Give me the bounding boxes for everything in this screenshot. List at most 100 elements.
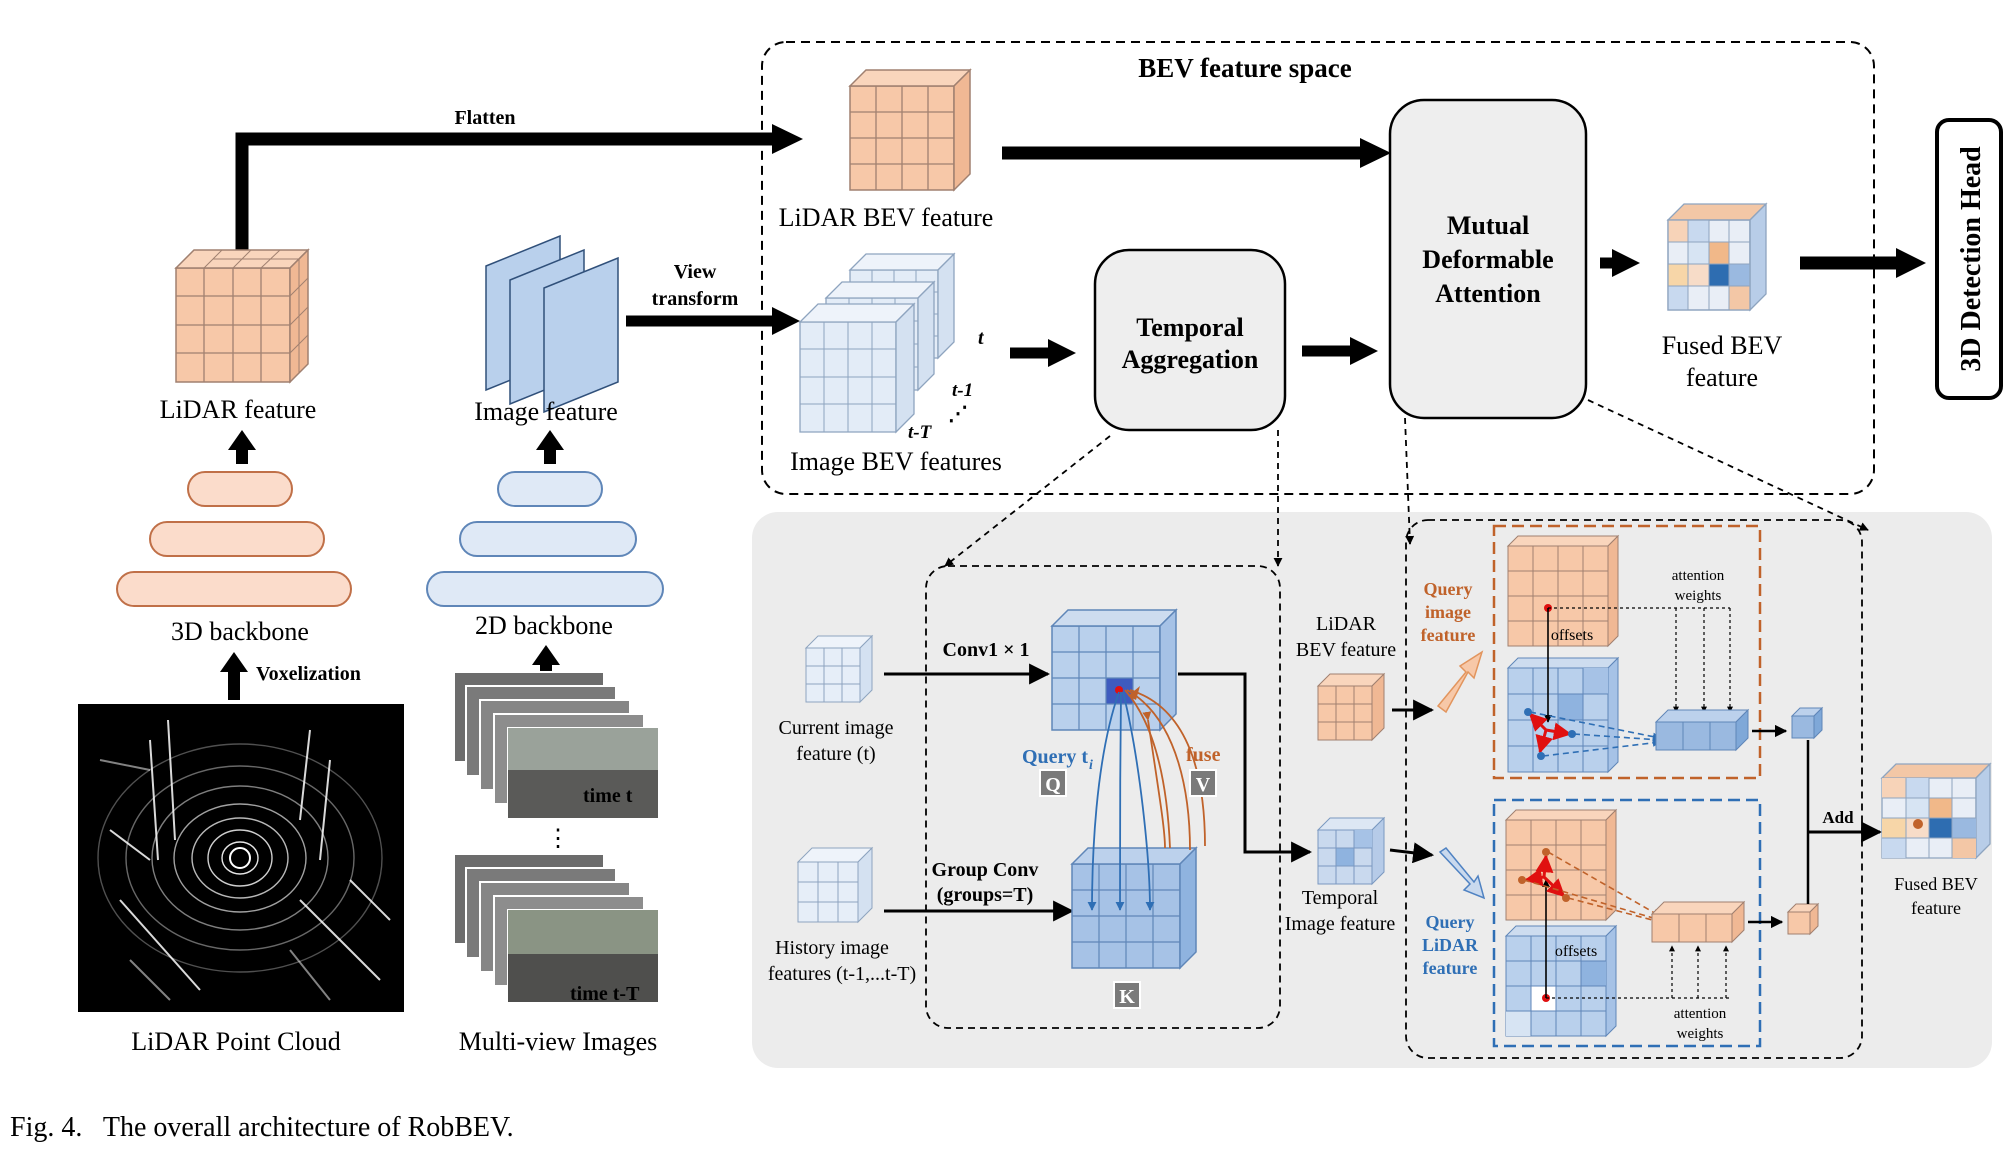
fused-bev-cube-top bbox=[1666, 202, 1768, 312]
temporal-aggregation-box bbox=[1093, 248, 1287, 432]
lidar-bev-cube bbox=[848, 68, 972, 192]
image-feature-planes bbox=[485, 234, 619, 414]
temporal-label-1: Temporal bbox=[1136, 313, 1243, 342]
mda-bot-lidar-cube bbox=[1504, 808, 1618, 922]
lidar-point-cloud-label: LiDAR Point Cloud bbox=[131, 1027, 340, 1056]
voxelization-label: Voxelization bbox=[256, 663, 361, 685]
q-label: Q bbox=[1045, 774, 1061, 796]
images-up-arrow bbox=[532, 645, 560, 665]
fused-bev-cube-bottom bbox=[1880, 762, 1992, 860]
k-label: K bbox=[1119, 986, 1135, 1008]
mda-label-1: Mutual bbox=[1447, 211, 1529, 240]
key-cube bbox=[1070, 846, 1198, 970]
lidar-feature-label: LiDAR feature bbox=[160, 395, 317, 424]
detection-head-box bbox=[1935, 118, 2003, 400]
lidar-bev-feature-label: LiDAR BEV feature bbox=[779, 203, 994, 232]
dots-label: ⋰ bbox=[948, 403, 968, 425]
temporal-detail-frame bbox=[925, 565, 1281, 1029]
attn-bot-label-1: attention bbox=[1674, 1006, 1727, 1022]
t1-label: t-1 bbox=[952, 380, 973, 401]
multiview-stack-bottom bbox=[453, 853, 659, 1003]
tT-label: t-T bbox=[908, 422, 933, 443]
detection-head-label: 3D Detection Head bbox=[1956, 146, 1987, 372]
backbone3d-layer-3 bbox=[116, 571, 352, 607]
multiview-stack-top bbox=[453, 671, 659, 819]
sampled-features-top bbox=[1654, 708, 1750, 752]
figure-caption: Fig. 4. The overall architecture of RobB… bbox=[10, 1112, 514, 1143]
image-feature-label: Image feature bbox=[474, 397, 618, 426]
view-label-1: View bbox=[674, 261, 717, 283]
voxelization-arrow bbox=[220, 652, 248, 672]
mid-lidar-bev-cube bbox=[1316, 672, 1386, 742]
image-bev-features-label: Image BEV features bbox=[790, 447, 1002, 476]
v-label: V bbox=[1196, 774, 1211, 796]
fused-top-label-1: Fused BEV bbox=[1662, 331, 1783, 360]
t-label: t bbox=[978, 327, 985, 349]
fused-to-head-arrow bbox=[1896, 248, 1926, 278]
attn-top-label-2: weights bbox=[1675, 588, 1722, 604]
time-t-label: time t bbox=[583, 785, 633, 807]
lidar-point-cloud-image bbox=[78, 704, 404, 1012]
group-conv-label-1: Group Conv bbox=[932, 859, 1039, 881]
backbone2d-up-arrow bbox=[536, 430, 564, 450]
offsets-bot-label: offsets bbox=[1555, 943, 1597, 960]
backbone3d-up-arrow bbox=[228, 430, 256, 450]
query-image-arrow bbox=[1436, 650, 1484, 714]
temporal-image-cube bbox=[1316, 816, 1386, 886]
mda-label-3: Attention bbox=[1435, 279, 1541, 308]
temporal-image-label-2: Image feature bbox=[1285, 913, 1396, 935]
detail-panel bbox=[752, 512, 1992, 1068]
backbone2d-layer-1 bbox=[497, 471, 603, 507]
backbone3d-layer-2 bbox=[149, 521, 325, 557]
query-image-label-2: image bbox=[1425, 602, 1471, 622]
query-lidar-arrow bbox=[1438, 846, 1486, 900]
mda-box bbox=[1388, 98, 1588, 420]
query-ti-sub: i bbox=[1089, 758, 1093, 773]
fused-bottom-label-1: Fused BEV bbox=[1894, 874, 1978, 894]
mid-lidar-bev-label-1: LiDAR bbox=[1316, 613, 1377, 635]
backbone2d-label: 2D backbone bbox=[475, 611, 613, 640]
query-lidar-label-2: LiDAR bbox=[1422, 935, 1479, 955]
history-image-label-2: features (t-1,...t-T) bbox=[768, 963, 916, 985]
image-query-subframe bbox=[1492, 524, 1762, 780]
conv-label: Conv1 × 1 bbox=[943, 639, 1030, 661]
query-ti-label: Query t bbox=[1022, 746, 1088, 768]
time-tT-label: time t-T bbox=[570, 983, 640, 1005]
fused-top-label-2: feature bbox=[1686, 363, 1758, 392]
mda-to-fused-arrow bbox=[1612, 249, 1640, 277]
history-image-cube bbox=[796, 846, 874, 924]
attn-output-top bbox=[1790, 706, 1824, 740]
mda-detail-frame bbox=[1405, 519, 1863, 1059]
query-cube bbox=[1050, 608, 1178, 732]
images-dots: ⋮ bbox=[546, 826, 570, 852]
mid-lidar-bev-label-2: BEV feature bbox=[1296, 639, 1396, 661]
temporal-image-label-1: Temporal bbox=[1302, 887, 1379, 909]
backbone2d-layer-2 bbox=[459, 521, 637, 557]
mda-top-image-cube bbox=[1506, 656, 1620, 774]
attn-output-bot bbox=[1786, 902, 1820, 936]
v-badge bbox=[1189, 769, 1217, 797]
mda-label-2: Deformable bbox=[1422, 245, 1553, 274]
attn-bot-label-2: weights bbox=[1677, 1026, 1724, 1042]
current-image-label-1: Current image bbox=[779, 717, 894, 739]
group-conv-label-2: (groups=T) bbox=[937, 884, 1034, 906]
history-image-label-1: History image bbox=[775, 937, 889, 959]
query-image-label-3: feature bbox=[1421, 625, 1476, 645]
bev-space-title: BEV feature space bbox=[1138, 53, 1351, 83]
q-badge bbox=[1039, 769, 1067, 797]
query-image-label-1: Query bbox=[1424, 579, 1473, 599]
attn-top-label-1: attention bbox=[1672, 568, 1725, 584]
fuse-label: fuse bbox=[1186, 744, 1221, 766]
multiview-label: Multi-view Images bbox=[459, 1027, 658, 1056]
temporal-label-2: Aggregation bbox=[1122, 345, 1259, 374]
sampled-features-bot bbox=[1650, 900, 1746, 944]
to-temporal-image-arrow bbox=[1178, 672, 1313, 863]
backbone3d-layer-1 bbox=[187, 471, 293, 507]
backbone2d-layer-3 bbox=[426, 571, 664, 607]
temporal-to-mda-arrow bbox=[1350, 337, 1378, 365]
flatten-label: Flatten bbox=[454, 107, 515, 129]
bev-space-frame bbox=[761, 41, 1875, 495]
lidar-feature-cube bbox=[174, 248, 310, 384]
offsets-top-label: offsets bbox=[1551, 627, 1593, 644]
